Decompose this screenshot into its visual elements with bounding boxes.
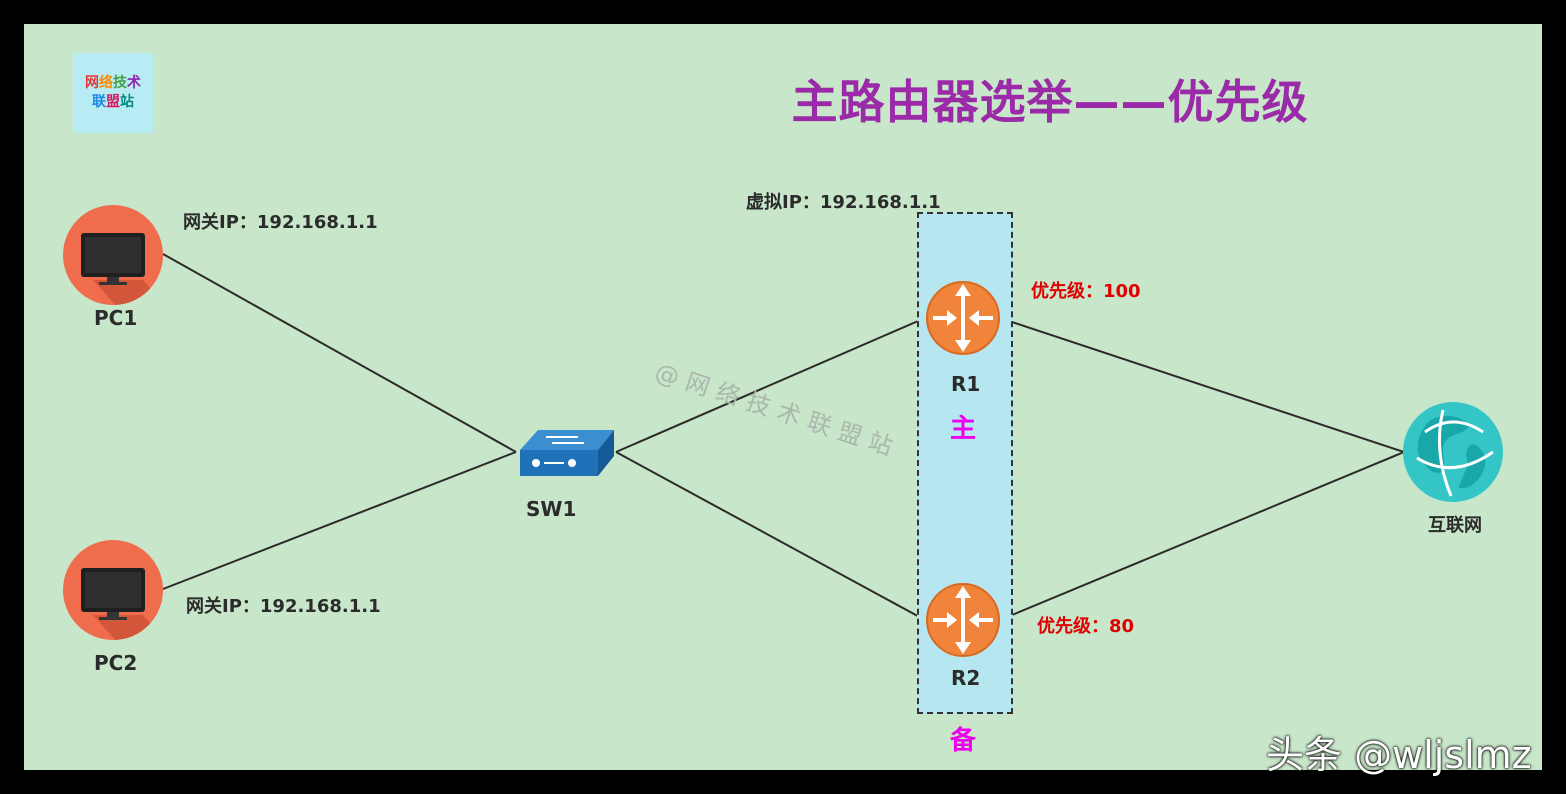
toutiao-watermark: 头条 @wljslmz	[1266, 733, 1532, 777]
link-r1-internet	[999, 317, 1405, 453]
pc1-label: PC1	[94, 306, 138, 330]
monitor-icon	[63, 540, 163, 640]
r1-priority-label: 优先级：100	[1031, 281, 1141, 302]
diagram-canvas	[24, 24, 1542, 770]
logo-line1: 网络技术	[85, 74, 141, 93]
logo-line2: 联盟站	[92, 93, 134, 112]
router-icon	[926, 583, 1000, 657]
r1-role-label: 主	[950, 414, 977, 444]
r2-node[interactable]	[925, 582, 1001, 662]
switch-icon	[520, 430, 614, 476]
pc2-node[interactable]	[63, 540, 163, 644]
virtual-ip-label: 虚拟IP：192.168.1.1	[746, 192, 941, 213]
pc1-gateway-label: 网关IP：192.168.1.1	[183, 212, 378, 233]
logo-char: 联	[92, 94, 106, 110]
link-pc1-sw1	[162, 253, 517, 453]
logo-char: 站	[120, 94, 134, 110]
router-icon	[926, 281, 1000, 355]
logo-char: 技	[113, 75, 127, 91]
globe-icon	[1403, 402, 1503, 502]
logo-char: 网	[85, 75, 99, 91]
r2-priority-label: 优先级：80	[1037, 616, 1135, 637]
sw1-label: SW1	[526, 497, 577, 521]
monitor-icon	[63, 205, 163, 305]
logo-char: 盟	[106, 94, 120, 110]
link-sw1-r2	[615, 451, 926, 621]
diagram-title: 主路由器选举——优先级	[791, 75, 1309, 129]
r1-node[interactable]	[925, 280, 1001, 360]
pc2-gateway-label: 网关IP：192.168.1.1	[186, 596, 381, 617]
link-pc2-sw1	[162, 451, 517, 590]
link-r2-internet	[999, 451, 1405, 621]
link-sw1-r1	[615, 317, 926, 453]
r2-role-label: 备	[950, 726, 977, 756]
logo: 网络技术 联盟站	[73, 53, 153, 133]
logo-char: 术	[127, 75, 141, 91]
sw1-node[interactable]	[516, 428, 616, 482]
internet-label: 互联网	[1428, 515, 1482, 536]
r1-label: R1	[951, 372, 981, 396]
pc2-label: PC2	[94, 651, 138, 675]
pc1-node[interactable]	[63, 205, 163, 309]
logo-char: 络	[99, 75, 113, 91]
r2-label: R2	[951, 666, 981, 690]
internet-node[interactable]	[1403, 402, 1503, 506]
